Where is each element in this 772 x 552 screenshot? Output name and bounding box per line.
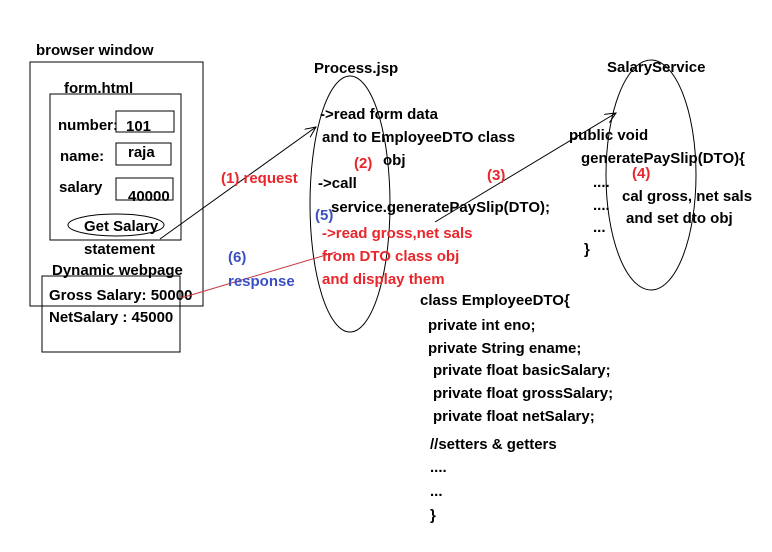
process-line-3: obj [383,152,406,169]
process-line-2: and to EmployeeDTO class [322,129,515,146]
service-line-5: .... [593,197,610,214]
form-html-title: form.html [64,80,133,97]
form-frame [49,93,182,241]
process-line-8: and display them [322,271,445,288]
name-label: name: [60,148,104,165]
process-line-1: ->read form data [320,106,439,123]
browser-window-title: browser window [36,42,154,59]
number-value: 101 [126,118,151,135]
step-3-label: (3) [487,167,505,184]
salary-label: salary [59,179,103,196]
dto-line-1: class EmployeeDTO{ [420,292,570,309]
service-line-1: public void [569,127,648,144]
get-salary-label: Get Salary [84,218,159,235]
process-jsp-ellipse [309,75,391,333]
service-line-7: ... [593,219,606,236]
dto-line-4: private float basicSalary; [433,362,611,379]
salary-service-ellipse [605,59,697,291]
dto-line-6: private float netSalary; [433,408,595,425]
dynamic-webpage-frame [41,275,181,353]
request-arrow [159,127,316,240]
process-line-7: from DTO class obj [322,248,459,265]
service-line-8: } [584,241,590,258]
name-input[interactable] [115,142,172,166]
dto-line-10: } [430,507,436,524]
process-line-5: service.generatePaySlip(DTO); [331,199,550,216]
step-4-label: (4) [632,165,650,182]
net-salary-text: NetSalary : 45000 [49,309,173,326]
process-line-4: ->call [318,175,357,192]
dto-line-2: private int eno; [428,317,536,334]
name-value: raja [128,144,155,161]
step-2-label: (2) [354,155,372,172]
service-line-4: cal gross, net sals [622,188,752,205]
call-service-arrow [434,113,616,223]
browser-window-frame [29,61,204,307]
process-jsp-title: Process.jsp [314,60,398,77]
dynamic-webpage-label: Dynamic webpage [52,262,183,279]
dto-line-7: //setters & getters [430,436,557,453]
step-6-label: (6) [228,249,246,266]
dto-line-8: .... [430,459,447,476]
salary-value: 40000 [128,188,170,205]
process-line-6: ->read gross,net sals [322,225,472,242]
step-1-request: (1) request [221,170,298,187]
service-line-3: .... [593,174,610,191]
statement-label: statement [84,241,155,258]
service-line-6: and set dto obj [626,210,733,227]
salary-service-title: SalaryService [607,59,705,76]
step-5-label: (5) [315,207,333,224]
dto-line-5: private float grossSalary; [433,385,613,402]
salary-input[interactable] [115,177,174,201]
service-line-2: generatePaySlip(DTO){ [581,150,745,167]
get-salary-button[interactable] [67,213,165,237]
number-input[interactable] [115,110,175,133]
gross-salary-text: Gross Salary: 50000 [49,287,192,304]
dto-line-3: private String ename; [428,340,581,357]
dto-line-9: ... [430,483,443,500]
number-label: number: [58,117,118,134]
step-6-response: response [228,273,295,290]
response-line [180,251,337,299]
